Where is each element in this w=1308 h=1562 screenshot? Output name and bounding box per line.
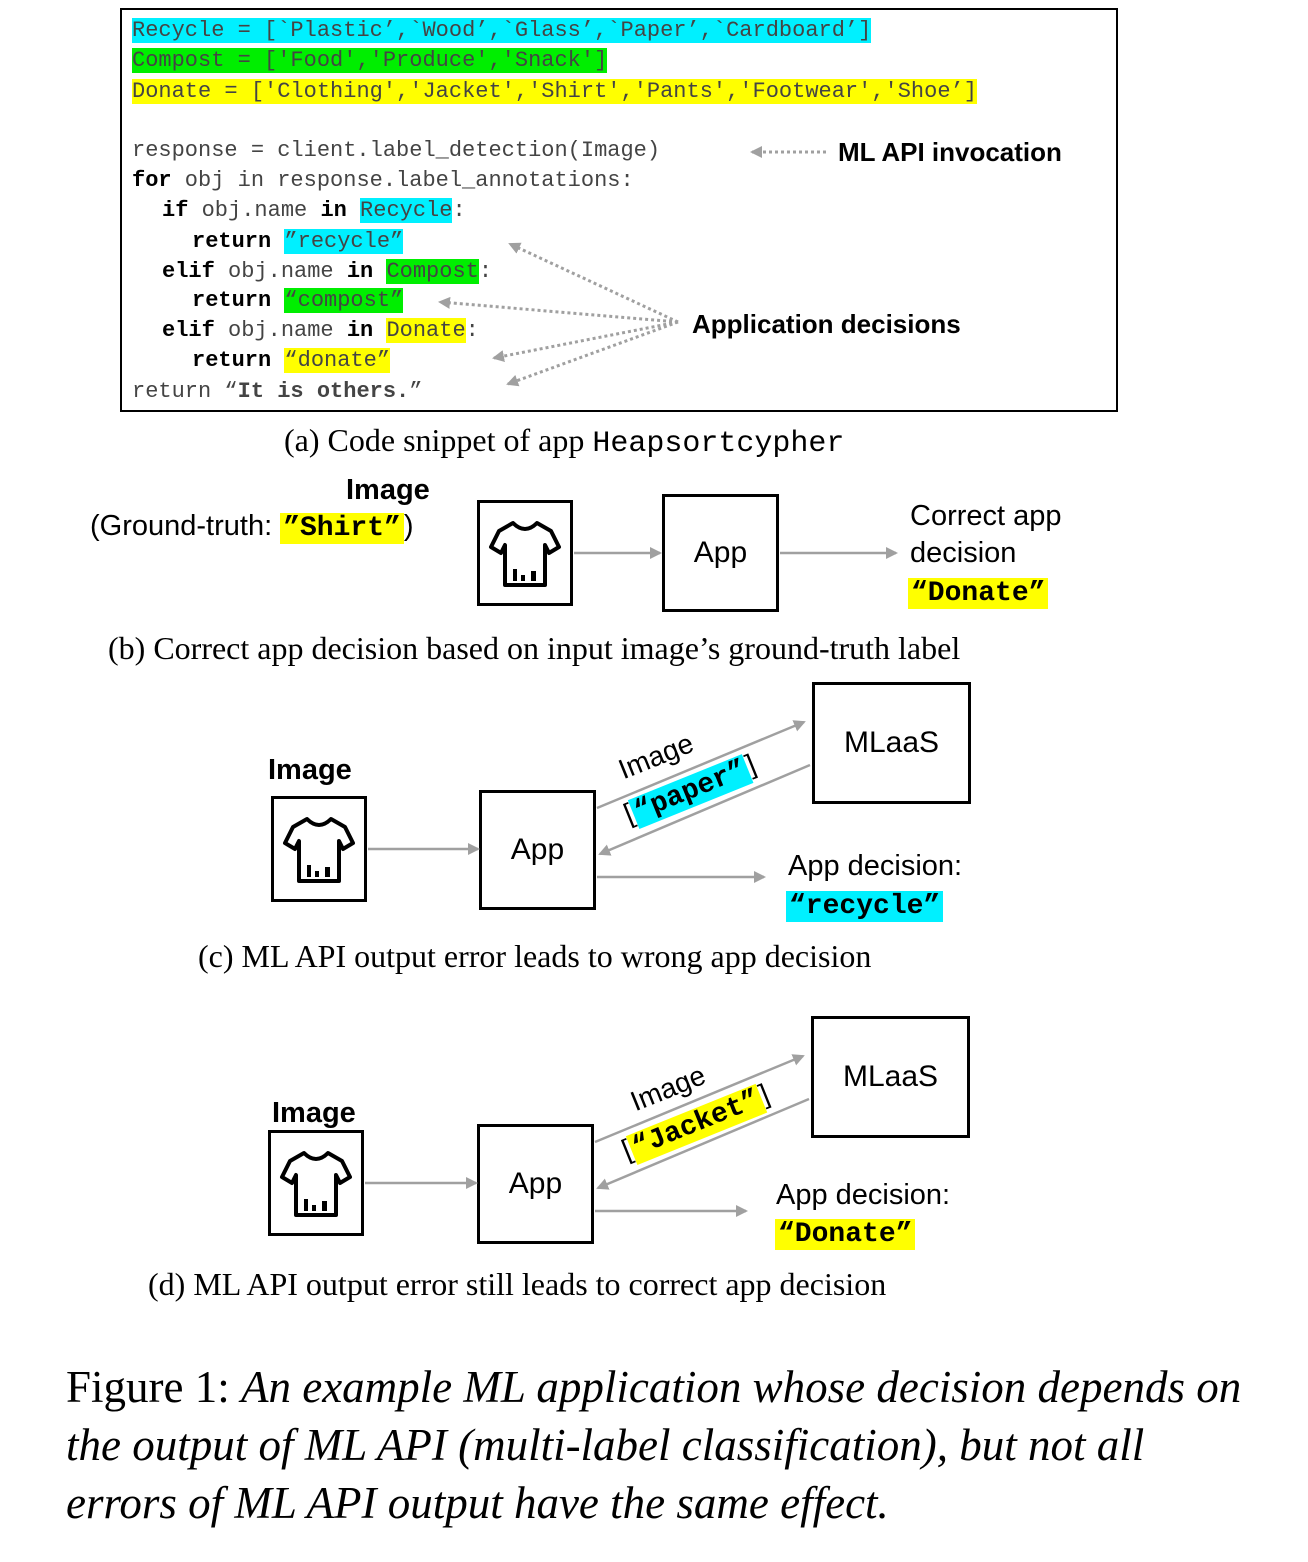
panel-c-app-box: App [479,790,596,910]
caption-a: (a) Code snippet of app Heapsortcypher [284,422,845,461]
code-line-elif-compost: elif obj.name in Compost: [162,259,493,284]
compost-list: Compost = ['Food','Produce','Snack'] [132,48,608,73]
code-line-recycle: Recycle = [`Plastic’,`Wood’,`Glass’,`Pap… [132,18,872,43]
panel-d-mlaas-box: MLaaS [811,1016,970,1138]
panel-d-image-box [268,1130,364,1236]
code-line-return-donate: return “donate” [192,348,391,373]
correct-decision-line2: decision [910,537,1017,569]
c-app-to-mlaas-arrow [596,720,806,810]
code-line-return-others: return “It is others.” [132,379,423,404]
ground-truth-label: (Ground-truth: ”Shirt”) [90,510,414,544]
panel-d-image-label: Image [272,1097,356,1129]
code-line-response: response = client.label_detection(Image) [132,138,661,163]
code-line-return-recycle: return ”recycle” [192,229,404,254]
figure-caption: Figure 1: An example ML application whos… [66,1362,1242,1528]
code-line-return-compost: return “compost” [192,288,404,313]
code-line-if: if obj.name in Recycle: [162,198,466,223]
caption-d: (d) ML API output error still leads to c… [148,1266,887,1302]
panel-c-decision-label: App decision: [788,850,963,882]
panel-c-image-box [271,796,367,902]
donate-list: Donate = ['Clothing','Jacket','Shirt','P… [132,79,977,104]
decision-arrow-compost [438,296,679,324]
code-line-elif-donate: elif obj.name in Donate: [162,318,479,343]
panel-c-decision-value: “recycle” [786,891,944,922]
recycle-list: Recycle = [`Plastic’,`Wood’,`Glass’,`Pap… [132,18,872,43]
ground-truth-value: ”Shirt” [280,513,404,544]
panel-c-image-label: Image [268,754,352,786]
shirt-icon [489,521,561,587]
correct-decision-value: “Donate” [908,578,1049,609]
shirt-icon [283,817,355,883]
decision-arrow-recycle [508,242,679,324]
decision-arrow-others [506,320,679,387]
d-app-to-mlaas-arrow [594,1054,805,1144]
d-mlaas-to-app-arrow [596,1097,810,1190]
panel-b-image-label: Image [346,474,430,506]
correct-decision-line1: Correct app [910,500,1062,532]
code-line-compost: Compost = ['Food','Produce','Snack'] [132,48,608,73]
caption-b: (b) Correct app decision based on input … [108,630,961,666]
c-mlaas-to-app-arrow [598,763,811,856]
caption-c: (c) ML API output error leads to wrong a… [198,938,872,974]
panel-b-app-box: App [662,494,779,612]
code-snippet-box [120,8,1118,412]
decision-arrow-donate [492,320,679,362]
ml-api-invocation-label: ML API invocation [838,137,1062,167]
shirt-icon [280,1151,352,1217]
application-decisions-label: Application decisions [692,309,961,339]
panel-d-decision-label: App decision: [776,1179,951,1211]
panel-c-mlaas-box: MLaaS [812,682,971,804]
panel-d-app-box: App [477,1124,594,1244]
code-line-donate: Donate = ['Clothing','Jacket','Shirt','P… [132,79,977,104]
panel-d-decision-value: “Donate” [775,1219,916,1250]
code-line-for: for obj in response.label_annotations: [132,168,634,193]
panel-b-image-box [477,500,573,606]
